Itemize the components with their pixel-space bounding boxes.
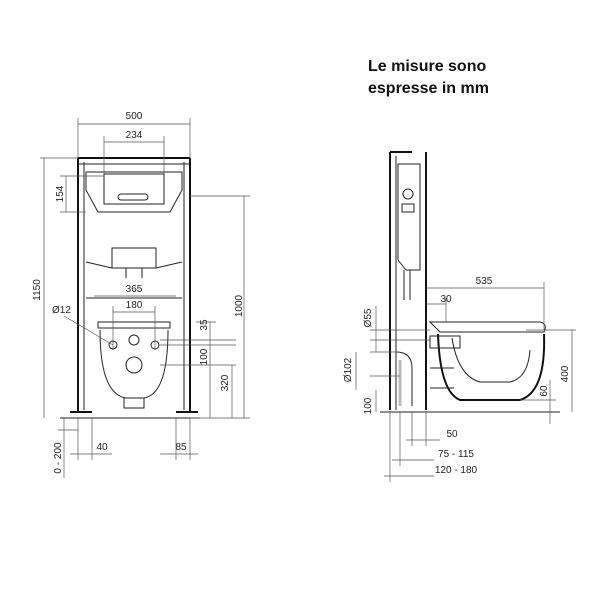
cistern [85,171,183,213]
toilet-bowl-front [99,329,169,399]
cistern-side [397,163,421,271]
toilet-seat-side [428,321,546,333]
dim-365: 365 [126,284,143,295]
dim-diameter-102: Ø102 [343,357,354,382]
front-view: 500 234 154 1150 1000 365 180 Ø12 [32,111,250,478]
dim-40: 40 [96,442,108,453]
dim-60: 60 [539,385,550,397]
dim-320: 320 [220,374,231,391]
dim-50: 50 [446,429,458,440]
dim-diameter-12: Ø12 [52,305,71,316]
dim-1150: 1150 [32,279,43,301]
measurement-note-line2: espresse in mm [368,80,489,97]
dim-1000: 1000 [234,294,245,317]
waste-pipe [395,351,413,406]
dim-85: 85 [175,442,187,453]
dim-234: 234 [126,130,143,141]
dim-100-side: 100 [363,397,374,414]
dim-75-115: 75 - 115 [438,449,474,460]
dim-180: 180 [126,300,143,311]
flush-plate [103,173,165,205]
dim-400: 400 [560,365,571,382]
water-inlet-front [128,334,140,346]
dim-30: 30 [440,294,452,305]
measurement-note: Le misure sono espresse in mm [368,56,489,100]
toilet-bowl-side [437,333,546,401]
dim-diameter-55: Ø55 [363,308,374,327]
dim-0-200: 0 - 200 [53,442,64,474]
side-view: 535 30 Ø55 Ø102 100 400 60 50 75 - 115 1… [343,151,576,482]
toilet-seat-front [97,321,171,329]
frame-mid-brace [85,261,183,269]
cistern-outlet [111,247,157,269]
dim-154: 154 [55,185,66,202]
dim-500: 500 [126,111,143,122]
dim-535: 535 [476,276,493,287]
flush-buttons [117,193,149,201]
dim-35: 35 [199,319,210,331]
drain-outlet-front [125,356,143,374]
measurement-note-line1: Le misure sono [368,58,487,75]
water-inlet-side [429,335,461,349]
dim-120-180: 120 - 180 [435,465,478,476]
dim-100: 100 [199,348,210,365]
